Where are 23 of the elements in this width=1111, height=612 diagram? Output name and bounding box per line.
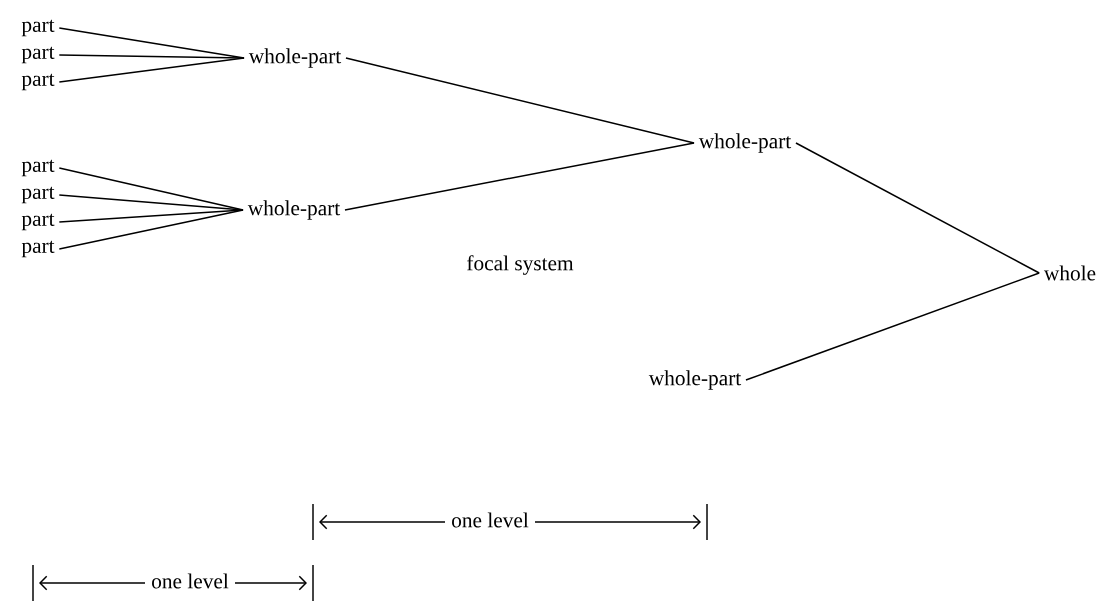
dimension-label: one level [452,512,529,528]
term-label: whole [1043,265,1096,281]
term-label: part [21,159,55,177]
term-label: part [21,19,55,37]
term-label: part [21,73,55,91]
term-label: whole-part [247,200,341,220]
term-label: part [21,46,55,64]
connector-line [58,209,244,250]
connector-line [58,54,245,59]
dimension-label: one level [152,573,229,589]
term-label: part [21,240,55,258]
connector-line [344,142,695,211]
annotation-label: focal system [467,255,574,275]
connector-line [745,272,1040,381]
connector-line [795,142,1040,274]
term-label: whole-part [698,133,792,153]
connector-line [58,57,245,83]
term-label: whole-part [648,370,742,390]
term-label: whole-part [248,48,342,68]
term-label: part [21,186,55,204]
term-label: part [21,213,55,231]
connector-line [345,57,695,144]
connector-line [58,209,244,223]
